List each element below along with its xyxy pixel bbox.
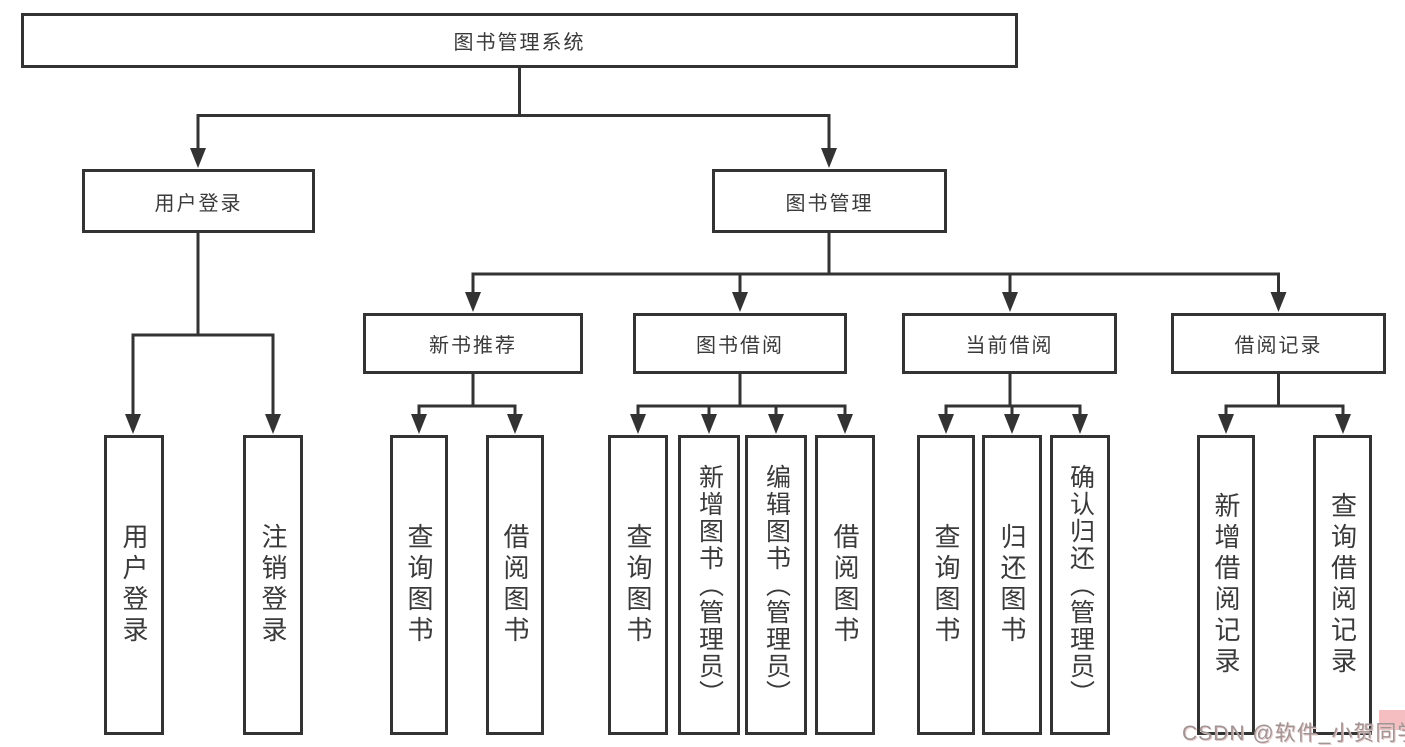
node-label: 查询借阅记录: [1327, 492, 1358, 678]
node-label: 查询图书: [404, 523, 434, 647]
node-label: 编辑图书（管理员）: [762, 463, 791, 707]
node-label: 当前借阅: [965, 335, 1054, 357]
leaf-confirm-return-admin: 确认归还（管理员）: [1050, 435, 1110, 735]
leaf-current-query-books: 查询图书: [917, 435, 975, 735]
node-label: 查询图书: [623, 523, 653, 647]
node-library-management-system: 图书管理系统: [21, 13, 1018, 68]
node-borrowing-records: 借阅记录: [1171, 313, 1386, 374]
node-label: 新书推荐: [429, 335, 517, 357]
leaf-query-borrow-record: 查询借阅记录: [1313, 435, 1372, 735]
node-label: 注销登录: [258, 523, 288, 647]
leaf-return-books: 归还图书: [982, 435, 1042, 735]
node-label: 查询图书: [931, 523, 961, 647]
leaf-borrow-books: 借阅图书: [815, 435, 875, 735]
leaf-recommend-borrow-books: 借阅图书: [486, 435, 544, 735]
node-label: 借阅图书: [500, 523, 530, 647]
leaf-user-login: 用户登录: [104, 435, 164, 735]
node-label: 用户登录: [154, 192, 243, 215]
node-label: 借阅图书: [830, 523, 860, 647]
node-label: 新增借阅记录: [1211, 492, 1241, 678]
node-label: 图书管理系统: [453, 32, 586, 54]
node-current-borrowing: 当前借阅: [902, 313, 1117, 374]
node-label: 归还图书: [997, 523, 1027, 647]
node-new-book-recommendation: 新书推荐: [363, 313, 583, 374]
node-user-login-group: 用户登录: [82, 169, 315, 233]
node-label: 图书管理: [785, 192, 874, 215]
leaf-edit-books-admin: 编辑图书（管理员）: [745, 435, 807, 735]
node-label: 用户登录: [119, 523, 149, 647]
leaf-recommend-query-books: 查询图书: [390, 435, 448, 735]
node-label: 图书借阅: [696, 335, 784, 357]
leaf-logout: 注销登录: [243, 435, 303, 735]
watermark-highlight: [1379, 710, 1405, 730]
node-label: 确认归还（管理员）: [1066, 463, 1095, 707]
node-label: 新增图书（管理员）: [695, 463, 724, 707]
leaf-borrowing-query-books: 查询图书: [608, 435, 668, 735]
watermark: CSDN @软件_小贺同学: [1182, 722, 1405, 745]
node-book-management: 图书管理: [712, 169, 947, 233]
leaf-add-books-admin: 新增图书（管理员）: [678, 435, 740, 735]
node-book-borrowing: 图书借阅: [633, 313, 847, 374]
node-label: 借阅记录: [1234, 335, 1323, 357]
leaf-add-borrow-record: 新增借阅记录: [1197, 435, 1255, 735]
